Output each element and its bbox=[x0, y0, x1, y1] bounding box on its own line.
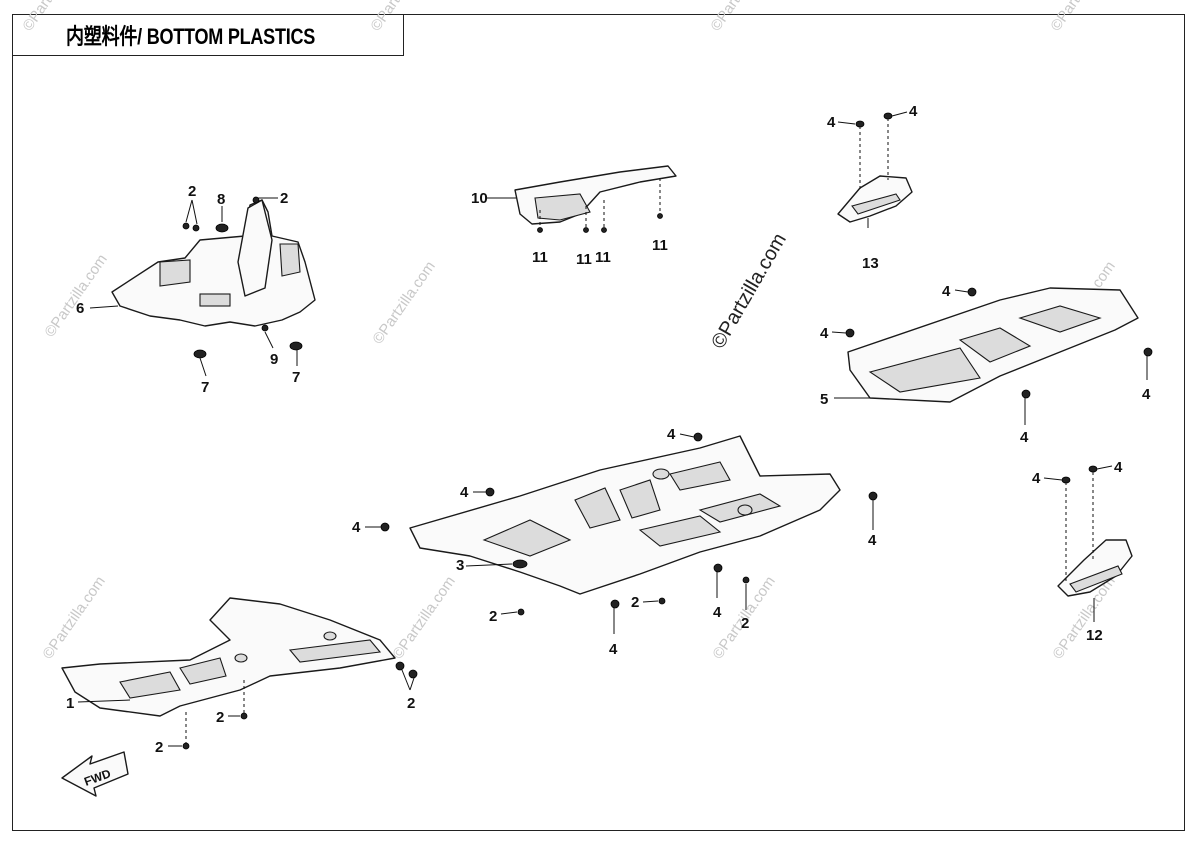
watermark: ©Partzilla.com bbox=[707, 0, 777, 34]
watermark: ©Partzilla.com bbox=[367, 0, 437, 34]
callout-2: 2 bbox=[216, 709, 224, 726]
callout-2: 2 bbox=[188, 183, 196, 200]
callout-7: 7 bbox=[201, 379, 209, 396]
leader-lines bbox=[77, 111, 1148, 747]
callout-2: 2 bbox=[155, 739, 163, 756]
drawing-frame bbox=[12, 14, 1185, 831]
callout-6: 6 bbox=[76, 300, 84, 317]
callout-1: 1 bbox=[66, 695, 74, 712]
callout-4: 4 bbox=[1020, 429, 1029, 446]
title-box: 内塑料件/ BOTTOM PLASTICS bbox=[12, 14, 404, 56]
callout-2: 2 bbox=[741, 615, 749, 632]
watermark: ©Partzilla.com bbox=[41, 251, 111, 340]
part-3-main-skid bbox=[380, 432, 878, 616]
callout-11: 11 bbox=[652, 237, 668, 254]
callout-4: 4 bbox=[1114, 459, 1123, 476]
callout-4: 4 bbox=[909, 103, 918, 120]
callout-8: 8 bbox=[217, 191, 225, 208]
callout-2: 2 bbox=[489, 608, 497, 625]
part-5-skid-plate bbox=[845, 287, 1153, 403]
callout-4: 4 bbox=[609, 641, 618, 658]
callout-10: 10 bbox=[471, 190, 488, 207]
callout-11: 11 bbox=[595, 249, 611, 266]
callout-4: 4 bbox=[667, 426, 676, 443]
callout-4: 4 bbox=[942, 283, 951, 300]
callout-3: 3 bbox=[456, 557, 464, 574]
callout-7: 7 bbox=[292, 369, 300, 386]
fwd-arrow: FWD bbox=[61, 751, 129, 797]
callout-2: 2 bbox=[631, 594, 639, 611]
callout-11: 11 bbox=[576, 251, 592, 268]
page-title: 内塑料件/ BOTTOM PLASTICS bbox=[66, 23, 316, 49]
watermark: ©Partzilla.com bbox=[389, 573, 459, 662]
callout-4: 4 bbox=[820, 325, 829, 342]
part-12-guard bbox=[1057, 465, 1133, 597]
callout-4: 4 bbox=[352, 519, 361, 536]
callout-11: 11 bbox=[532, 249, 548, 266]
part-6-rear-bracket bbox=[111, 196, 316, 359]
callout-12: 12 bbox=[1086, 627, 1103, 644]
callout-5: 5 bbox=[820, 391, 828, 408]
watermark: ©Partzilla.com bbox=[39, 573, 109, 662]
callouts: 2 8 2 6 7 9 7 10 11 11 11 11 4 4 13 4 4 … bbox=[66, 103, 1151, 756]
callout-2: 2 bbox=[280, 190, 288, 207]
watermark-center: ©Partzilla.com bbox=[707, 230, 791, 353]
callout-4: 4 bbox=[868, 532, 877, 549]
watermark: ©Partzilla.com bbox=[19, 0, 89, 34]
callout-13: 13 bbox=[862, 255, 879, 272]
callout-4: 4 bbox=[713, 604, 722, 621]
callout-4: 4 bbox=[1032, 470, 1041, 487]
callout-4: 4 bbox=[460, 484, 469, 501]
callout-4: 4 bbox=[827, 114, 836, 131]
part-10-duct bbox=[514, 165, 677, 233]
watermark: ©Partzilla.com bbox=[1047, 0, 1117, 34]
part-13-guard bbox=[837, 112, 913, 223]
callout-4: 4 bbox=[1142, 386, 1151, 403]
part-1-front-skid bbox=[61, 597, 418, 750]
callout-2: 2 bbox=[407, 695, 415, 712]
callout-9: 9 bbox=[270, 351, 278, 368]
watermark: ©Partzilla.com bbox=[369, 258, 439, 347]
